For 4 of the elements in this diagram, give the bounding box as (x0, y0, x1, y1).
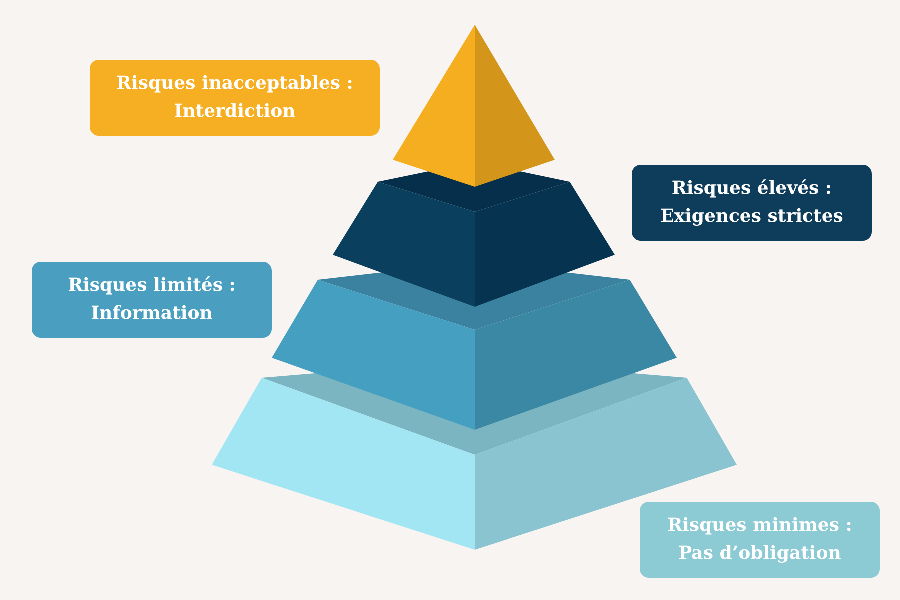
label-box: Risques élevés : Exigences strictes (632, 165, 872, 241)
label-box: Risques minimes : Pas d’obligation (640, 502, 880, 578)
label-box: Risques limités : Information (32, 262, 272, 338)
label-box: Risques inacceptables : Interdiction (90, 60, 380, 136)
